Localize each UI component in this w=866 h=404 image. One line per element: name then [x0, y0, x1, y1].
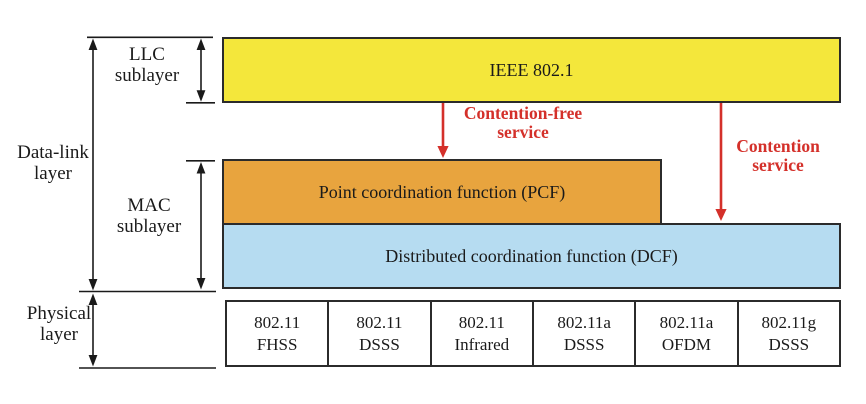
phy-cell-80211-fhss: 802.11 FHSS [225, 300, 330, 367]
label-mac-sublayer: MAC sublayer [116, 195, 182, 238]
datalink-span-arrow-icon [88, 38, 98, 291]
physical-layer-row: 802.11 FHSS 802.11 DSSS 802.11 Infrared … [225, 300, 841, 367]
label-physical-layer: Physical layer [26, 303, 92, 346]
phy-cell-80211g-dsss: 802.11g DSSS [736, 300, 841, 367]
pcf-box: Point coordination function (PCF) [222, 159, 662, 225]
contention-arrow-icon [715, 103, 727, 221]
llc-ieee-8021-box: IEEE 802.1 [222, 37, 841, 103]
phy-cell-80211-dsss: 802.11 DSSS [327, 300, 432, 367]
phy-cell-80211-infrared: 802.11 Infrared [429, 300, 534, 367]
phy-cell-80211a-dsss: 802.11a DSSS [531, 300, 637, 367]
mac-span-arrow-icon [196, 162, 206, 290]
phy-cell-80211a-ofdm: 802.11a OFDM [634, 300, 739, 367]
llc-span-arrow-icon [196, 38, 206, 102]
label-llc-sublayer: LLC sublayer [114, 44, 180, 87]
dcf-box: Distributed coordination function (DCF) [222, 223, 841, 289]
tick-lines [79, 36, 216, 369]
label-datalink-layer: Data-link layer [17, 142, 89, 185]
label-contention-free-service: Contention-free service [463, 103, 583, 143]
physical-span-arrow-icon [88, 293, 98, 367]
label-contention-service: Contention service [736, 136, 820, 176]
contention-free-arrow-icon [437, 103, 449, 158]
